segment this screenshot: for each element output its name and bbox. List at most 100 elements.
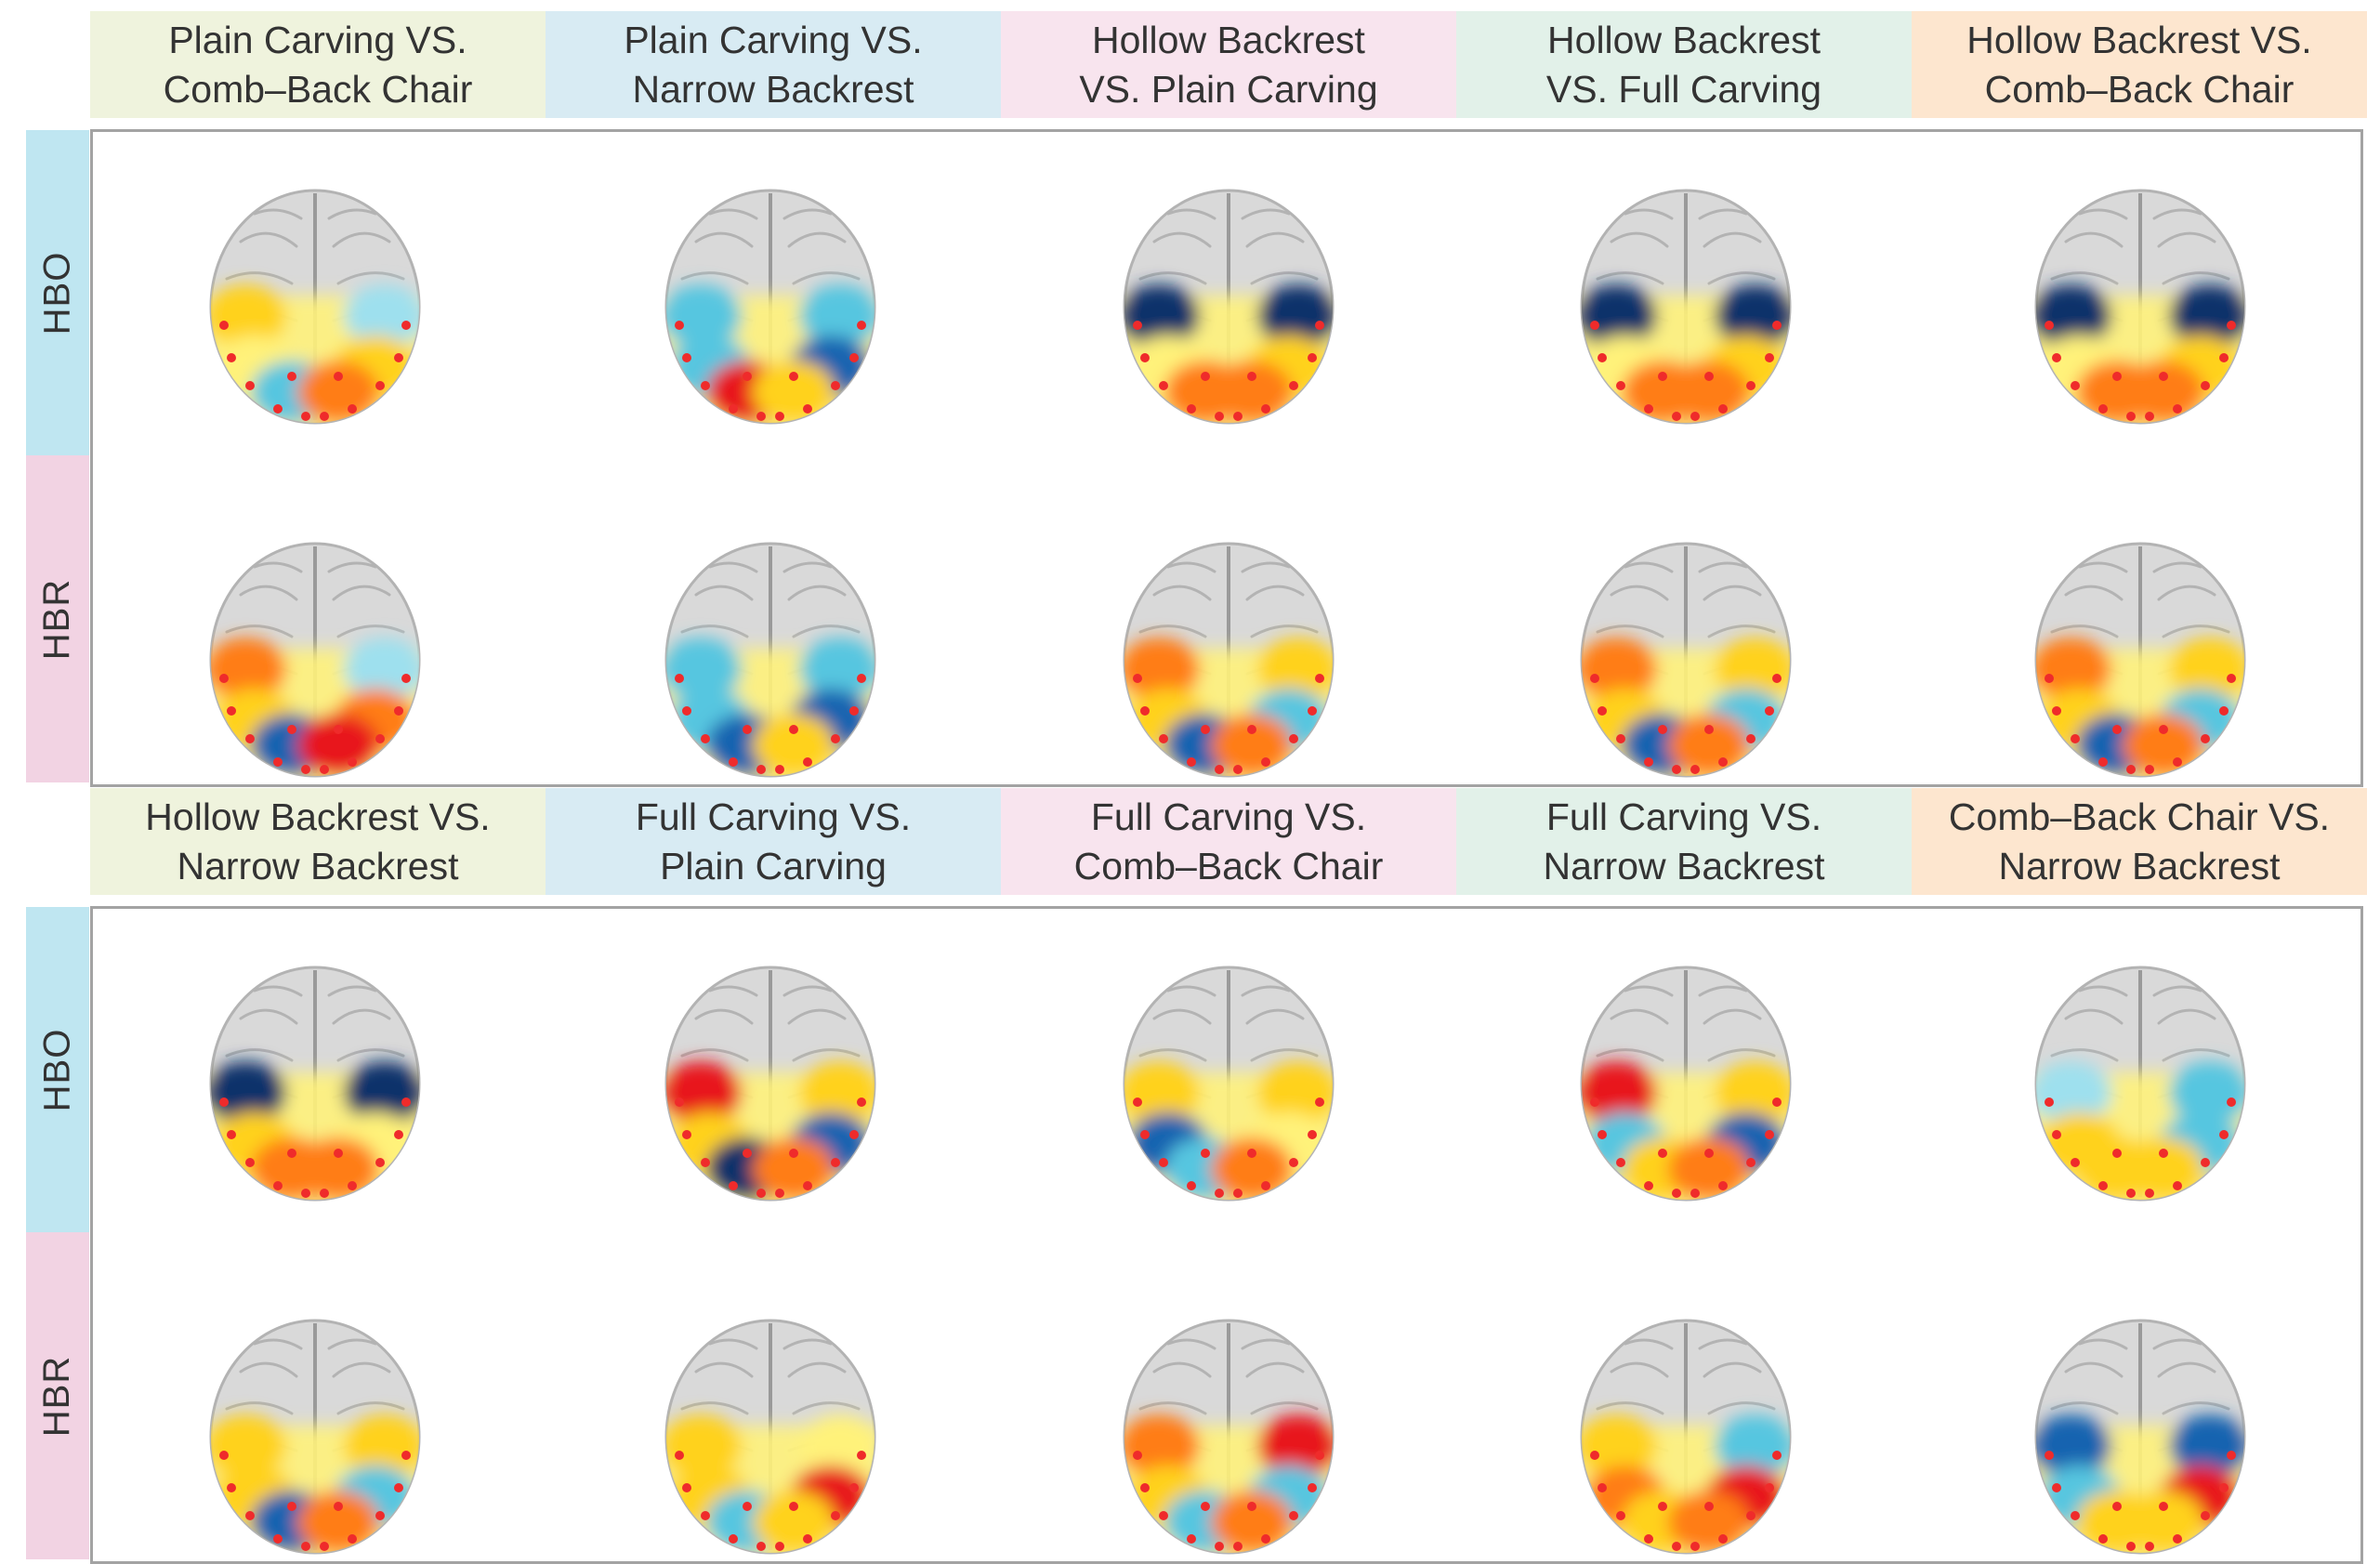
channel-marker [2045,321,2054,330]
signal-label-text: HBR [36,1355,78,1437]
channel-marker [849,353,859,362]
brain-map-svg [2034,542,2246,778]
activation-zone-2 [2169,284,2244,348]
channel-marker [675,1097,684,1107]
activation-layer [666,284,874,423]
activation-zone-1 [211,284,286,348]
activation-zone-2 [799,1414,874,1478]
channel-marker [1133,674,1142,683]
channel-marker [1658,1149,1667,1158]
activation-zone-6 [753,1491,835,1553]
channel-marker [287,372,296,381]
activation-zone-1 [2036,284,2111,348]
channel-marker [1261,1181,1270,1190]
comparison-header: Hollow Backrest VS. Narrow Backrest [90,788,546,895]
channel-marker [2052,1483,2061,1492]
channel-marker [1598,706,1607,716]
channel-marker [2126,1189,2136,1198]
channel-marker [1159,734,1168,743]
channel-marker [1140,1130,1150,1139]
channel-marker [2227,1451,2236,1460]
activation-zone-6 [2123,1137,2204,1200]
brain-map-svg [1580,542,1792,778]
channel-marker [1159,1158,1168,1167]
activation-layer [2036,1061,2244,1200]
channel-marker [2052,706,2061,716]
activation-zone-1 [1582,1061,1657,1124]
channel-marker [803,1181,812,1190]
activation-zone-2 [799,637,874,701]
channel-marker [2045,1451,2054,1460]
channel-marker [301,765,310,774]
brain-map-hbr [204,1307,427,1557]
channel-marker [1690,765,1700,774]
channel-marker [831,1158,840,1167]
activation-zone-2 [1257,1414,1333,1478]
signal-label-text: HBR [36,578,78,660]
channel-marker [219,1451,229,1460]
activation-layer [1582,1414,1790,1553]
activation-zone-1 [211,1414,286,1478]
channel-marker [1746,734,1755,743]
brain-map-svg [664,966,876,1202]
channel-marker [1233,412,1243,421]
channel-marker [1140,706,1150,716]
channel-marker [1765,1483,1774,1492]
channel-marker [2071,1158,2080,1167]
channel-marker [394,1483,403,1492]
channel-marker [1772,674,1782,683]
channel-marker [1133,1097,1142,1107]
channel-marker [1718,1534,1728,1544]
brain-map-hbo [204,177,427,427]
brain-map-hbo [659,177,882,427]
activation-layer [1124,637,1333,776]
channel-marker [2219,353,2229,362]
channel-marker [1159,1511,1168,1520]
channel-marker [1772,321,1782,330]
channel-marker [2145,1542,2154,1551]
activation-zone-1 [1124,1414,1200,1478]
brain-map-hbo [1117,953,1340,1204]
brain-map-hbr [204,530,427,781]
activation-layer [2036,284,2244,423]
activation-zone-6 [1211,361,1293,423]
channel-marker [394,706,403,716]
channel-marker [2145,765,2154,774]
channel-marker [348,757,357,767]
channel-marker [2173,404,2182,414]
channel-marker [1772,1451,1782,1460]
channel-marker [2159,1502,2168,1511]
channel-marker [857,674,866,683]
channel-marker [1616,381,1625,390]
activation-zone-2 [1715,1061,1790,1124]
brain-map-hbo [1117,177,1340,427]
channel-marker [1672,1542,1681,1551]
channel-marker [701,1511,710,1520]
brain-map-svg [2034,1319,2246,1555]
activation-layer [1582,284,1790,423]
channel-marker [394,353,403,362]
channel-marker [682,1130,691,1139]
brain-map-hbr [659,530,882,781]
channel-marker [227,353,236,362]
channel-marker [1308,353,1317,362]
channel-marker [401,321,411,330]
activation-zone-2 [2169,637,2244,701]
channel-marker [2098,404,2108,414]
channel-marker [1644,1181,1653,1190]
activation-zone-6 [1668,1491,1750,1553]
channel-marker [2126,412,2136,421]
activation-zone-2 [2169,1061,2244,1124]
channel-marker [2201,381,2210,390]
activation-layer [1582,637,1790,776]
channel-marker [1159,381,1168,390]
channel-marker [1308,1130,1317,1139]
channel-marker [273,1181,283,1190]
channel-marker [1644,757,1653,767]
brain-map-hbo [1574,953,1797,1204]
activation-zone-6 [1211,1491,1293,1553]
brain-map-svg [664,1319,876,1555]
activation-zone-6 [1211,1137,1293,1200]
channel-marker [2126,765,2136,774]
channel-marker [857,321,866,330]
